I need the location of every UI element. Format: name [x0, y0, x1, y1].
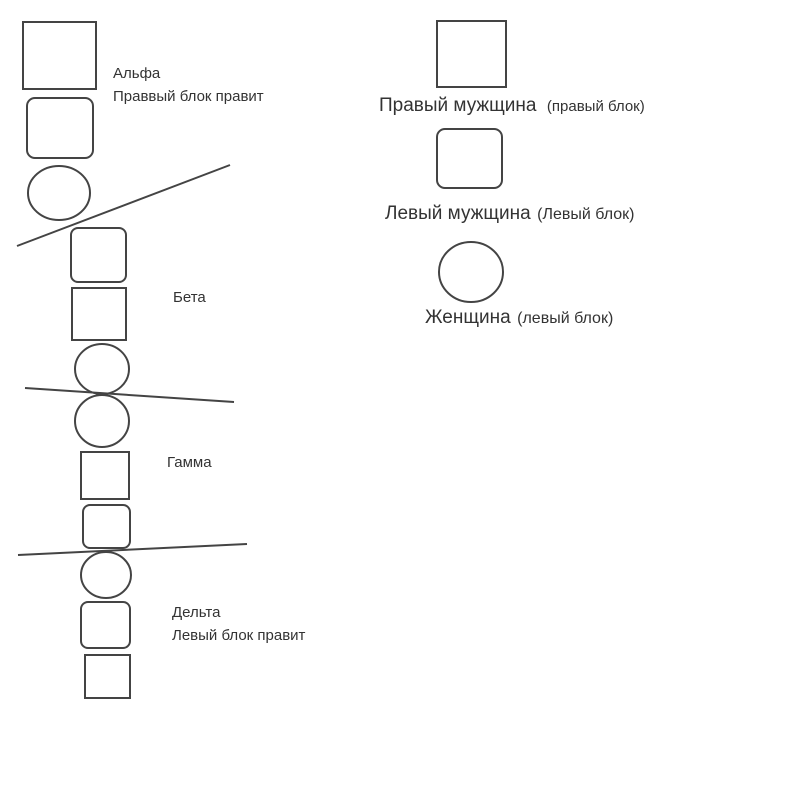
- legend-circle-symbol: [438, 241, 504, 303]
- rounded-square-symbol: [26, 97, 94, 159]
- legend-item-right-man: Правый мужщина (правый блок): [379, 96, 645, 115]
- group-delta-name: Дельта: [172, 604, 221, 621]
- rounded-square-symbol: [80, 601, 131, 649]
- divider-line: [17, 543, 248, 556]
- square-symbol: [71, 287, 127, 341]
- legend-item-woman: Женщина (левый блок): [425, 308, 613, 327]
- divider-line: [24, 387, 235, 403]
- legend-item-left-man: Левый мужщина (Левый блок): [385, 204, 634, 223]
- group-gamma-name: Гамма: [167, 454, 212, 471]
- square-symbol: [22, 21, 97, 90]
- legend-paren: (правый блок): [546, 98, 645, 115]
- rounded-square-symbol: [70, 227, 127, 283]
- group-beta-name: Бета: [173, 289, 206, 306]
- circle-symbol: [74, 394, 130, 448]
- legend-label: Левый мужщина: [385, 203, 531, 224]
- group-alpha-note: Праввый блок правит: [113, 88, 264, 105]
- legend-label: Правый мужщина: [379, 95, 537, 116]
- rounded-square-symbol: [82, 504, 131, 549]
- legend-paren: (левый блок): [517, 310, 614, 327]
- circle-symbol: [27, 165, 91, 221]
- circle-symbol: [80, 551, 132, 599]
- legend-square-symbol: [436, 20, 507, 88]
- square-symbol: [80, 451, 130, 500]
- group-alpha-name: Альфа: [113, 65, 161, 82]
- group-delta-note: Левый блок правит: [172, 627, 306, 644]
- legend-label: Женщина: [425, 307, 511, 328]
- circle-symbol: [74, 343, 130, 395]
- legend-rounded-square-symbol: [436, 128, 503, 189]
- divider-line: [16, 164, 231, 247]
- legend-paren: (Левый блок): [537, 206, 635, 223]
- square-symbol: [84, 654, 131, 699]
